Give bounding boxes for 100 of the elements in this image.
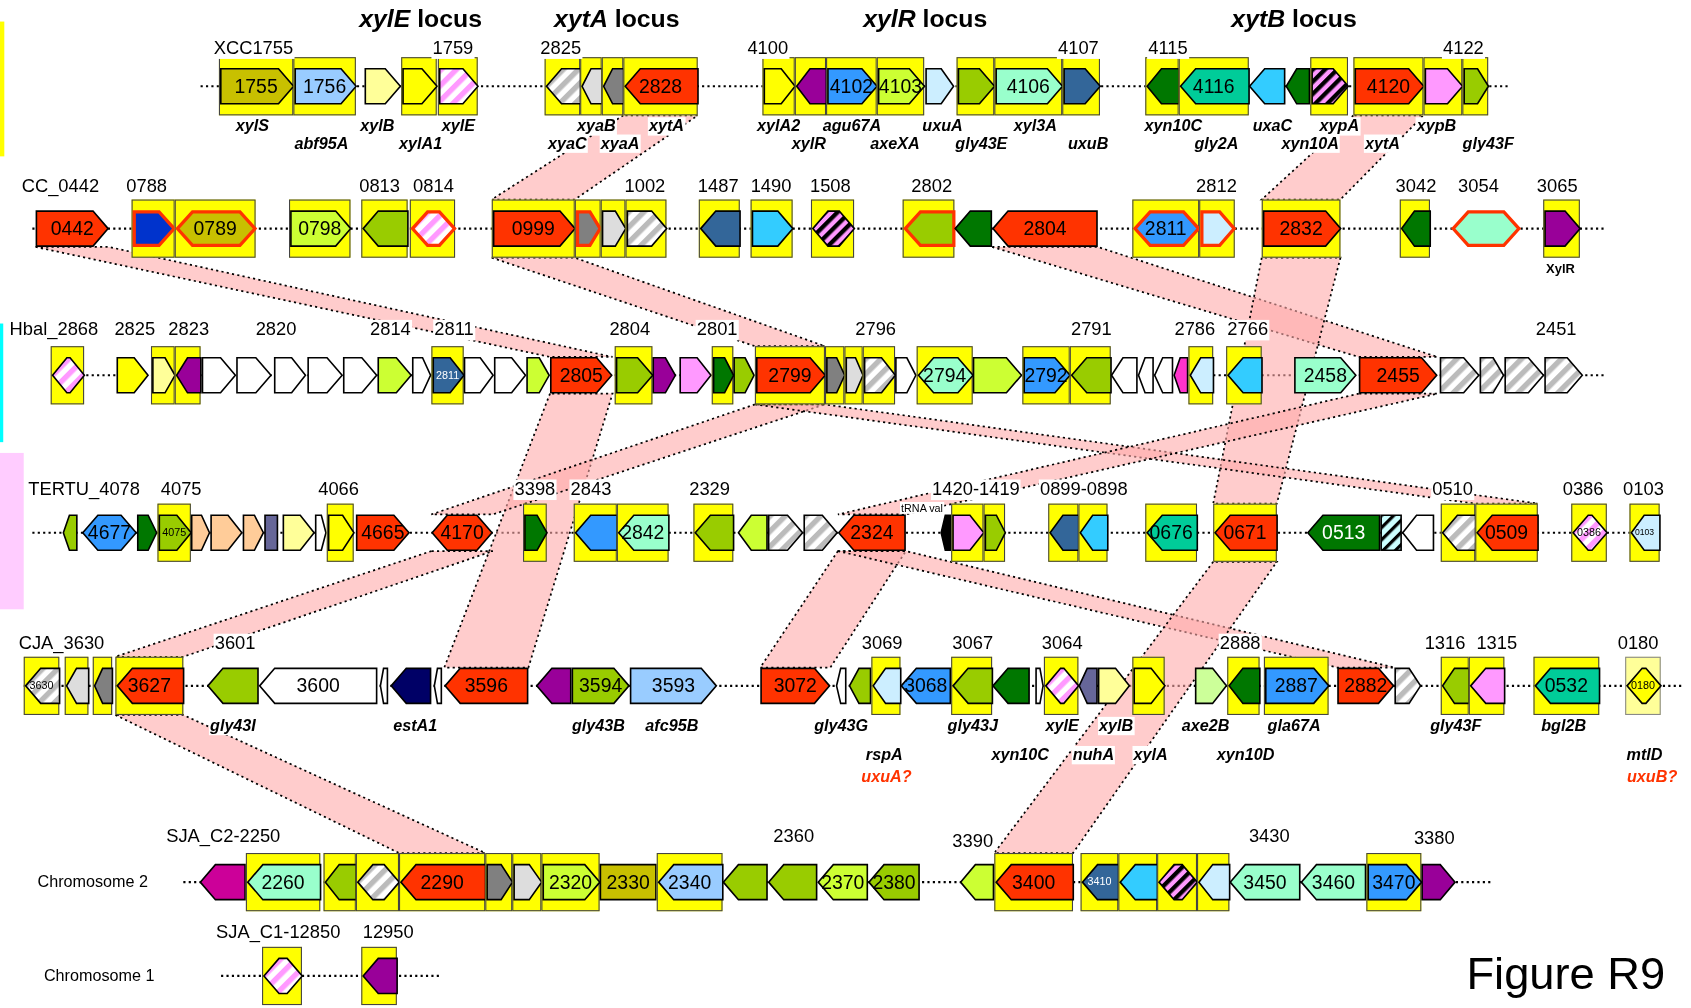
highlighted-gene: [693, 503, 734, 562]
gene-id: 2832: [1279, 218, 1323, 239]
gene-symbol: [264, 514, 279, 552]
gene-symbol: [1194, 667, 1228, 705]
gene-symbol: [493, 356, 527, 394]
highlighted-gene: [437, 57, 478, 116]
gene-id: 2458: [1303, 365, 1347, 385]
highlighted-gene: [262, 946, 302, 1006]
highlighted-gene: [491, 199, 575, 258]
gene-symbol: [679, 356, 712, 394]
gene-symbol: [550, 356, 613, 394]
highlighted-gene: [862, 346, 896, 405]
gene-number: 2843: [569, 479, 613, 500]
gene-id: 0798: [298, 218, 342, 239]
gene-id: 1755: [234, 76, 278, 96]
highlighted-gene: [512, 853, 542, 912]
trna-label: tRNA val: [900, 502, 945, 514]
gene-symbol: [629, 667, 718, 705]
highlighted-gene: [64, 656, 89, 715]
gene-symbol: [236, 356, 272, 394]
highlighted-gene: [361, 199, 408, 258]
gene-name: xyl3A: [1012, 117, 1058, 136]
gene-id: 3068: [904, 676, 948, 696]
highlighted-gene: [956, 57, 995, 116]
highlighted-gene: [951, 503, 984, 562]
gene-number: 2825: [539, 38, 583, 59]
highlighted-gene: [1080, 853, 1119, 912]
highlighted-gene: [580, 57, 602, 116]
gene-number: XCC1755: [212, 38, 295, 59]
highlighted-gene: [826, 57, 877, 116]
highlighted-gene: [293, 57, 356, 116]
highlighted-gene: [1048, 503, 1079, 562]
highlighted-gene: [1533, 656, 1600, 715]
highlighted-gene: [1399, 199, 1430, 258]
gene-id: 2330: [606, 872, 650, 892]
gene-name: xytA: [1363, 134, 1402, 153]
gene-name: xylE: [1044, 716, 1080, 735]
highlighted-gene: [174, 346, 201, 405]
gene-symbol: [444, 667, 529, 705]
highlighted-gene: [289, 199, 351, 258]
gene-symbol: [342, 356, 378, 394]
gene-symbol: [1097, 667, 1131, 705]
gene-number: 2888: [1218, 633, 1262, 654]
gene-symbol: [364, 67, 402, 105]
highlighted-gene: [157, 503, 191, 562]
highlighted-gene: [1226, 346, 1262, 405]
gene-symbol: [377, 356, 412, 394]
gene-name: xylA1: [397, 134, 444, 153]
highlighted-gene: [951, 656, 993, 715]
gene-symbol: [1451, 210, 1521, 247]
gene-id: 3470: [1372, 872, 1416, 892]
gene-id: 2324: [850, 523, 894, 543]
highlighted-gene: [23, 656, 60, 715]
highlighted-gene: [541, 853, 600, 912]
gene-name: gla67A: [1266, 716, 1322, 735]
gene-symbol: [242, 514, 265, 552]
highlighted-gene: [600, 199, 626, 258]
gene-number: CJA_3630: [17, 633, 106, 654]
highlighted-gene: [1227, 656, 1260, 715]
gene-id: 3596: [464, 676, 508, 696]
gene-symbol: [737, 514, 768, 552]
gene-id: 2370: [821, 872, 865, 892]
gene-name: gly43E: [954, 134, 1009, 153]
highlighted-gene: [1199, 199, 1235, 258]
gene-id: 0180: [1630, 680, 1655, 692]
gene-id: 4120: [1366, 76, 1411, 96]
highlighted-gene: [174, 199, 256, 258]
highlighted-gene: [326, 503, 354, 562]
highlighted-gene: [825, 346, 845, 405]
gene-symbol: [1544, 356, 1584, 394]
highlighted-gene: [361, 946, 397, 1006]
gene-id: 2811: [1144, 218, 1187, 239]
gene-id: 2828: [638, 76, 683, 96]
highlighted-gene: [1468, 656, 1505, 715]
highlighted-gene: [916, 346, 973, 405]
highlighted-gene: [994, 57, 1063, 116]
highlighted-gene: [983, 503, 1006, 562]
gene-id: 4102: [829, 76, 873, 96]
highlighted-gene: [1353, 57, 1424, 116]
gene-number: SJA_C1-12850: [214, 922, 342, 943]
gene-id: 2794: [923, 365, 967, 385]
gene-name: nuhA: [1071, 746, 1116, 764]
gene-number: 0510: [1431, 479, 1475, 500]
gene-id: 4665: [361, 523, 405, 543]
highlighted-gene: [1475, 503, 1538, 562]
highlighted-gene: [409, 199, 456, 258]
gene-symbol: [463, 356, 494, 394]
highlighted-gene: [323, 853, 356, 912]
gene-number: 1420-1419: [931, 479, 1021, 500]
gene-id: 2380: [872, 872, 916, 892]
highlighted-gene: [431, 346, 464, 405]
gene-symbol: [599, 863, 657, 901]
gene-symbol: [722, 863, 768, 901]
gene-symbol: [992, 667, 1030, 705]
highlighted-gene: [523, 503, 547, 562]
gene-symbol: [201, 356, 237, 394]
gene-symbol: [307, 356, 343, 394]
gene-name: xyaA: [599, 134, 641, 153]
highlighted-gene: [245, 853, 321, 912]
gene-number: 4122: [1441, 38, 1485, 59]
